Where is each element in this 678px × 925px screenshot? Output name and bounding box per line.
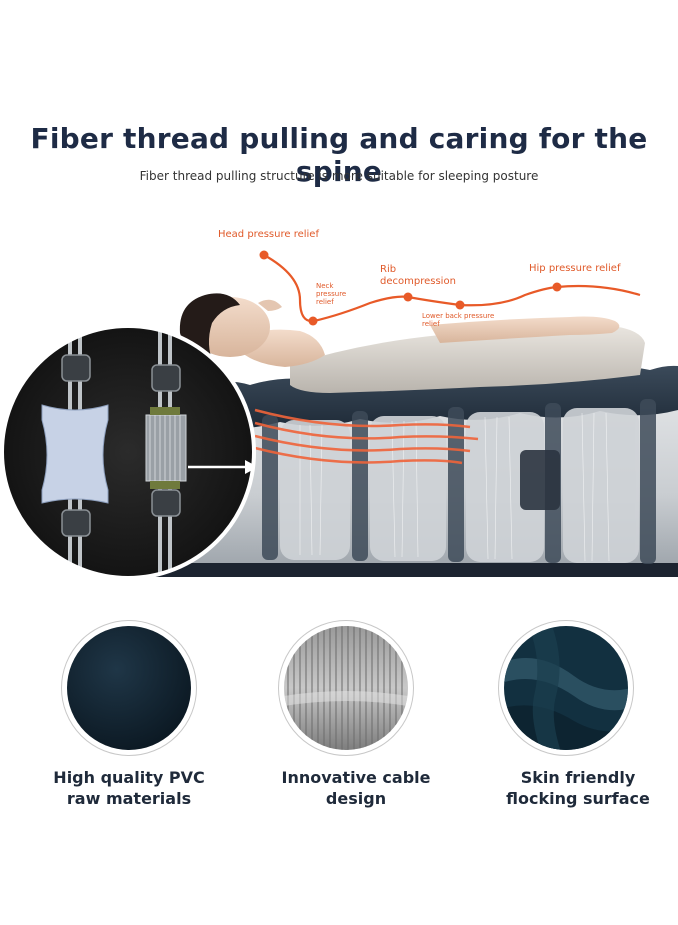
neck-pressure-label: Neck pressure relief	[316, 282, 347, 307]
feature-caption-pvc: High quality PVC raw materials	[53, 768, 205, 808]
feature-caption-flocking: Skin friendly flocking surface	[506, 768, 650, 808]
flocking-surface-icon	[498, 620, 634, 756]
head-pressure-label: Head pressure relief	[218, 229, 319, 240]
pvc-material-icon	[61, 620, 197, 756]
hip-pressure-label: Hip pressure relief	[529, 263, 621, 274]
rib-decompression-label: Rib decompression	[380, 264, 456, 287]
page-subtitle: Fiber thread pulling structure is more s…	[139, 169, 539, 183]
feature-caption-cable: Innovative cable design	[281, 768, 431, 808]
lower-back-pressure-label: Lower back pressure relief	[422, 312, 495, 329]
mattress-illustration	[0, 250, 678, 580]
cable-design-icon	[278, 620, 414, 756]
page-title: Fiber thread pulling and caring for the …	[30, 122, 648, 188]
